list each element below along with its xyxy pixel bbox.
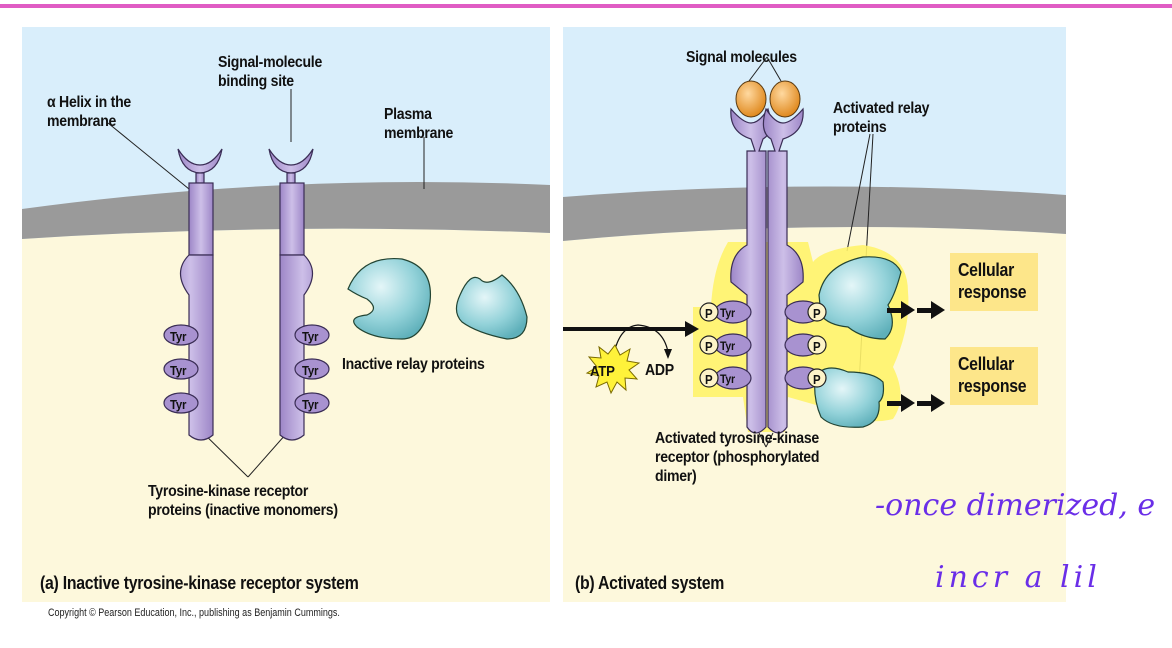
cellular-response-label: Cellular response bbox=[958, 354, 1027, 396]
phosphate-label: P bbox=[813, 372, 821, 387]
tyr-label: Tyr bbox=[302, 363, 319, 378]
response-arrows-2 bbox=[887, 394, 945, 412]
leader-line-dimer-2 bbox=[765, 432, 774, 448]
panel-activated-system: Signal molecules Activated relay protein… bbox=[563, 27, 1066, 602]
label-binding-site: Signal-molecule binding site bbox=[218, 54, 323, 90]
handwritten-note-line-1: -once dimerized, e bbox=[875, 488, 1156, 523]
leader-line-helix bbox=[107, 122, 190, 190]
copyright-notice: Copyright © Pearson Education, Inc., pub… bbox=[48, 607, 340, 619]
cytoplasm bbox=[563, 226, 1066, 602]
tyr-label: Tyr bbox=[170, 397, 187, 412]
panel-b-illustration bbox=[563, 27, 1066, 602]
tyr-label: Tyr bbox=[302, 329, 319, 344]
receptor-monomer-2 bbox=[268, 148, 330, 441]
leader-line-signal-1 bbox=[748, 56, 768, 82]
phosphate-icon bbox=[807, 302, 827, 322]
caption-panel-b: (b) Activated system bbox=[575, 573, 725, 593]
label-receptor-proteins: Tyrosine-kinase receptor proteins (inact… bbox=[148, 483, 338, 519]
phosphate-icon bbox=[699, 335, 719, 355]
leader-line-relay-1 bbox=[846, 133, 871, 252]
slide-accent-bar bbox=[0, 4, 1172, 8]
label-alpha-helix: α Helix in the membrane bbox=[47, 94, 131, 130]
activation-arrowhead bbox=[685, 321, 699, 337]
tyr-label: Tyr bbox=[720, 372, 735, 386]
activated-relay-protein-2 bbox=[814, 367, 885, 428]
signal-molecule-1 bbox=[735, 80, 767, 118]
label-activated-receptor: Activated tyrosine-kinase receptor (phos… bbox=[655, 430, 820, 485]
phosphate-label: P bbox=[705, 372, 713, 387]
activated-relay-protein-1 bbox=[818, 256, 902, 340]
plasma-membrane bbox=[563, 186, 1066, 241]
tyr-label: Tyr bbox=[302, 397, 319, 412]
phosphate-label: P bbox=[705, 339, 713, 354]
leader-line-dimer-1 bbox=[758, 432, 767, 448]
phosphate-icon bbox=[699, 302, 719, 322]
receptor-dimer bbox=[714, 107, 822, 434]
adp-label: ADP bbox=[645, 362, 674, 379]
label-activated-relay-proteins: Activated relay proteins bbox=[833, 100, 930, 136]
phosphate-icon bbox=[807, 335, 827, 355]
panel-inactive-system: α Helix in the membrane Signal-molecule … bbox=[22, 27, 550, 602]
leader-line-signal-2 bbox=[766, 56, 782, 82]
phosphate-label: P bbox=[813, 306, 821, 321]
handwritten-note-line-2: incr a lil bbox=[935, 560, 1101, 595]
cellular-response-label: Cellular response bbox=[958, 260, 1027, 302]
atp-starburst-icon bbox=[585, 344, 641, 395]
panel-a-illustration bbox=[22, 27, 550, 602]
caption-panel-a: (a) Inactive tyrosine-kinase receptor sy… bbox=[40, 573, 359, 593]
signal-molecule-2 bbox=[769, 80, 801, 118]
phosphate-icon bbox=[807, 368, 827, 388]
cellular-response-box-1: Cellular response bbox=[950, 253, 1038, 311]
phosphate-label: P bbox=[705, 306, 713, 321]
inactive-relay-protein-1 bbox=[347, 257, 432, 340]
label-inactive-relay-proteins: Inactive relay proteins bbox=[342, 356, 485, 373]
atp-label: ATP bbox=[590, 363, 615, 380]
phosphate-label: P bbox=[813, 339, 821, 354]
phosphate-groups bbox=[699, 302, 827, 388]
inactive-relay-protein-2 bbox=[455, 274, 528, 340]
tyr-label: Tyr bbox=[720, 306, 735, 320]
receptor-monomer-1 bbox=[163, 148, 223, 441]
label-plasma-membrane: Plasma membrane bbox=[384, 106, 454, 142]
atp-to-adp-arrow bbox=[612, 324, 669, 360]
label-signal-molecules: Signal molecules bbox=[686, 49, 797, 66]
cellular-response-box-2: Cellular response bbox=[950, 347, 1038, 405]
tyr-label: Tyr bbox=[170, 329, 187, 344]
response-arrows-1 bbox=[887, 301, 945, 319]
tyr-label: Tyr bbox=[720, 339, 735, 353]
phosphate-icon bbox=[699, 368, 719, 388]
adp-arrowhead bbox=[664, 349, 672, 359]
tyr-label: Tyr bbox=[170, 363, 187, 378]
